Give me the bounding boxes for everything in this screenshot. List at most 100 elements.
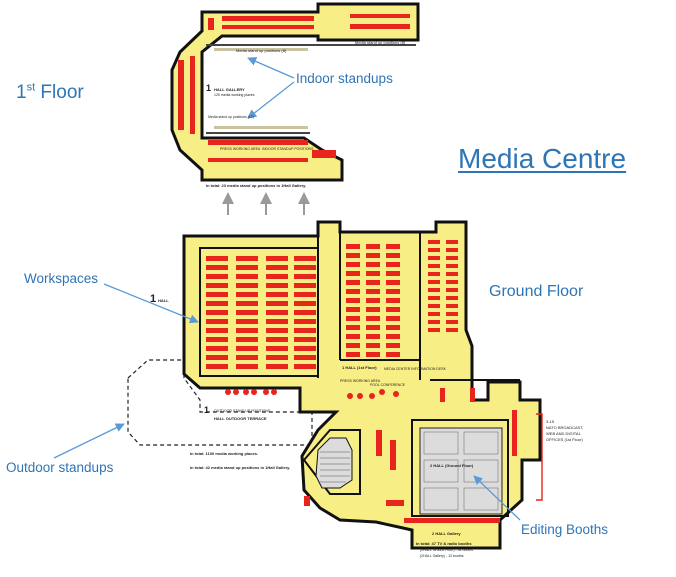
upper-standup-right: Media stand up positions (8) [355, 40, 406, 45]
desk [428, 248, 440, 252]
desk [346, 253, 360, 258]
first-floor-label: 1st Floor [16, 81, 84, 103]
desk [206, 265, 228, 270]
desk [294, 283, 316, 288]
desk [266, 337, 288, 342]
desk [346, 325, 360, 330]
desk [206, 301, 228, 306]
hall2-sub: (2HALL Ground Floor) - 34 booths [420, 548, 473, 552]
desk [346, 244, 360, 249]
desk [206, 256, 228, 261]
desk [346, 334, 360, 339]
callout-arrows [53, 57, 521, 521]
hall2-label: 2 HALL Gallery [432, 531, 461, 536]
desk [346, 343, 360, 348]
desk [428, 328, 440, 332]
desk [386, 298, 400, 303]
hall1-number: 1 [150, 293, 157, 305]
desk [386, 271, 400, 276]
desk [346, 316, 360, 321]
desk [446, 248, 458, 252]
hall2-total: In total: 47 TV & radio booths [416, 541, 472, 546]
workspace-desks [206, 240, 458, 369]
desk [294, 256, 316, 261]
desk [266, 301, 288, 306]
desk [236, 319, 258, 324]
pavilion [302, 429, 361, 495]
desk [206, 355, 228, 360]
desk [236, 256, 258, 261]
ground-floor-plan [127, 220, 543, 550]
hall-gallery-number: 1 [206, 83, 212, 93]
desk [428, 296, 440, 300]
desk [428, 288, 440, 292]
upper-press-area: PRESS WORKING AREA [220, 147, 261, 151]
desk [386, 343, 400, 348]
desk [206, 364, 228, 369]
desk [446, 312, 458, 316]
desk [428, 320, 440, 324]
page-title: Media Centre [458, 143, 627, 174]
desk [346, 289, 360, 294]
desk [386, 307, 400, 312]
desk [236, 328, 258, 333]
totals-working-places: In total: 1100 media working places. [190, 451, 259, 456]
outdoor-terrace-outline [127, 359, 313, 446]
desk [386, 244, 400, 249]
desk [386, 280, 400, 285]
desk [446, 288, 458, 292]
outdoor-standups-label: Outdoor standups [6, 460, 114, 475]
desk [346, 280, 360, 285]
desk [346, 307, 360, 312]
desk [366, 244, 380, 249]
desk [236, 310, 258, 315]
desk [236, 274, 258, 279]
desk [206, 319, 228, 324]
indoor-standups-label: Indoor standups [296, 71, 393, 86]
desk [366, 316, 380, 321]
media-info-label: MEDIA CENTER INFORMATION DESK [384, 367, 446, 371]
desk [386, 334, 400, 339]
desk [294, 319, 316, 324]
hall2-sub2: (2HALL Gallery) - 13 booths [420, 554, 464, 558]
first-floor-plan [170, 2, 420, 182]
desk [346, 298, 360, 303]
desk [294, 265, 316, 270]
side-note-1: 3-15 [546, 419, 555, 424]
desk [266, 328, 288, 333]
ground-floor-label: Ground Floor [489, 283, 584, 300]
desk [236, 301, 258, 306]
desk [446, 264, 458, 268]
desk [236, 265, 258, 270]
desk [386, 262, 400, 267]
desk [266, 274, 288, 279]
outdoor-terrace-label: HALL OUTDOOR TERRACE [214, 416, 267, 421]
desk [206, 283, 228, 288]
desk [366, 352, 380, 357]
side-note-4: OFFICES (1st Floor) [546, 437, 583, 442]
desk [206, 328, 228, 333]
press-area-label: PRESS WORKING AREA [340, 379, 381, 383]
desk [386, 253, 400, 258]
desk [236, 337, 258, 342]
desk [266, 310, 288, 315]
side-note-3: WEB AND DIGITAL [546, 431, 581, 436]
desk [446, 240, 458, 244]
pool-conference-label: POOL CONFERENCE [370, 383, 406, 387]
desk [446, 256, 458, 260]
desk [366, 262, 380, 267]
desk [366, 307, 380, 312]
upper-total: In total: 23 media stand up positions in… [206, 183, 307, 188]
desk [294, 328, 316, 333]
side-note-2: NATO BROADCAST, [546, 425, 584, 430]
desk [266, 292, 288, 297]
desk [236, 364, 258, 369]
upper-standup-mid: Media stand up positions (12) [208, 115, 254, 119]
desk [366, 271, 380, 276]
first-floor-desks [178, 14, 410, 162]
desk [294, 364, 316, 369]
desk [206, 274, 228, 279]
desk [236, 355, 258, 360]
totals-standup: In total: 42 media stand up positions in… [190, 465, 291, 470]
desk [266, 319, 288, 324]
